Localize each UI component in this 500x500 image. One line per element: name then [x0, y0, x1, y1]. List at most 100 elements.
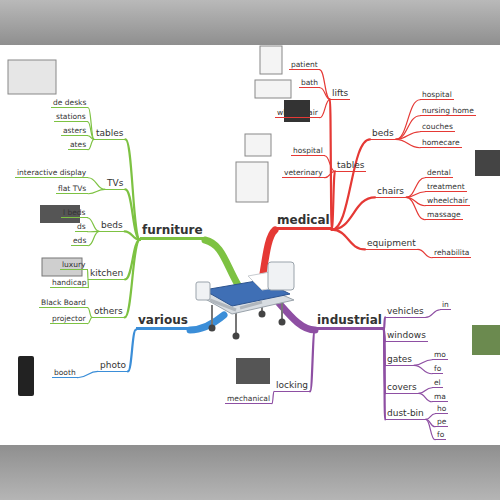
branch-topic: patient — [289, 61, 320, 70]
topic-label: couches — [422, 123, 453, 131]
topic-label: veterinary — [284, 169, 323, 177]
topic-label: in — [442, 301, 449, 309]
window-photo — [472, 325, 500, 355]
branch-topic: ds — [75, 223, 88, 232]
branch-line — [320, 70, 330, 100]
branch-topic: veterinary — [282, 169, 325, 178]
branch-line — [419, 388, 432, 394]
branch-line — [272, 391, 274, 403]
chair-photo — [475, 150, 500, 176]
topic-label: asters — [63, 127, 86, 135]
branch-line — [320, 88, 330, 100]
topic-label: projector — [52, 315, 86, 323]
topic-label: booth — [54, 369, 76, 377]
branch-topic: lifts — [330, 89, 350, 100]
branch-topic: wheelchair — [425, 197, 470, 206]
frame-bar — [0, 445, 500, 500]
branch-topic: equipment — [365, 239, 418, 250]
topic-label: ds — [77, 223, 86, 231]
main-branch-topic: various — [136, 314, 190, 330]
branch-line — [396, 116, 420, 140]
branch-line — [325, 171, 335, 177]
topic-label: treatment — [427, 183, 465, 191]
topic-label: eds — [73, 237, 86, 245]
branch-topic: bath — [299, 79, 320, 88]
branch-line — [125, 139, 140, 239]
branch-line — [332, 230, 365, 250]
branch-line — [78, 371, 98, 377]
topic-label: de desks — [53, 99, 86, 107]
branch-topic: photo — [98, 361, 128, 372]
branch-line — [88, 178, 105, 190]
topic-label: luxury — [62, 261, 86, 269]
branch-line — [325, 156, 335, 172]
branch-line — [332, 171, 335, 229]
topic-label: various — [138, 314, 188, 327]
branch-topic: massage — [425, 211, 463, 220]
branch-topic: nursing home — [420, 107, 476, 116]
bath-photo — [255, 80, 291, 98]
branch-trunk — [278, 302, 315, 330]
topic-label: medical — [277, 214, 330, 227]
branch-topic: handicap — [50, 279, 88, 288]
branch-topic: dental — [425, 169, 453, 178]
topic-label: wheelchair — [277, 109, 318, 117]
branch-topic: asters — [61, 127, 88, 136]
topic-label: photo — [100, 361, 126, 371]
topic-label: ho — [437, 405, 446, 413]
branch-topic: in — [440, 301, 451, 310]
branch-topic: ho — [435, 405, 448, 414]
topic-label: kitchen — [90, 269, 123, 279]
branch-topic: booth — [52, 369, 78, 378]
branch-topic: beds — [99, 221, 125, 232]
branch-topic: windows — [385, 331, 428, 342]
branch-topic: couches — [420, 123, 455, 132]
branch-line — [414, 365, 432, 373]
branch-line — [426, 414, 435, 420]
topic-label: lifts — [332, 89, 348, 99]
topic-label: el — [434, 379, 441, 387]
branch-line — [87, 279, 89, 287]
topic-label: others — [94, 307, 123, 317]
topic-label: massage — [427, 211, 461, 219]
topic-label: windows — [387, 331, 426, 341]
branch-topic: Black Board — [39, 299, 88, 308]
booth-photo — [18, 356, 34, 396]
branch-line — [414, 360, 432, 366]
lock-photo — [236, 358, 270, 384]
branch-topic: de desks — [51, 99, 88, 108]
branch-topic: wheelchair — [275, 109, 320, 118]
branch-topic: fo — [435, 431, 446, 440]
topic-label: flat TVs — [58, 185, 86, 193]
branch-topic: eds — [71, 237, 88, 246]
topic-label: furniture — [142, 224, 203, 237]
topic-label: beds — [101, 221, 123, 231]
branch-trunk — [205, 240, 238, 285]
branch-topic: stations — [54, 113, 88, 122]
branch-topic: luxury — [60, 261, 88, 270]
topic-label: vehicles — [387, 307, 424, 317]
branch-topic: pe — [435, 418, 448, 427]
topic-label: industrial — [317, 314, 382, 327]
topic-label: tables — [96, 129, 123, 139]
branch-line — [310, 330, 315, 392]
topic-label: beds — [372, 129, 394, 139]
branch-topic: vehicles — [385, 307, 426, 318]
branch-line — [396, 132, 420, 140]
topic-label: gates — [387, 355, 412, 365]
branch-line — [125, 231, 140, 239]
branch-topic: interactive display — [15, 169, 88, 178]
branch-line — [88, 231, 99, 245]
topic-label: Black Board — [41, 299, 86, 307]
topic-label: pe — [437, 418, 446, 426]
branch-topic: locking — [274, 381, 310, 392]
table-photo — [236, 162, 268, 202]
topic-label: homecare — [422, 139, 460, 147]
topic-label: chairs — [377, 187, 404, 197]
topic-label: patient — [291, 61, 318, 69]
topic-label: fo — [434, 365, 441, 373]
topic-label: locking — [276, 381, 308, 391]
branch-line — [396, 100, 420, 140]
frame-bar — [0, 0, 500, 45]
